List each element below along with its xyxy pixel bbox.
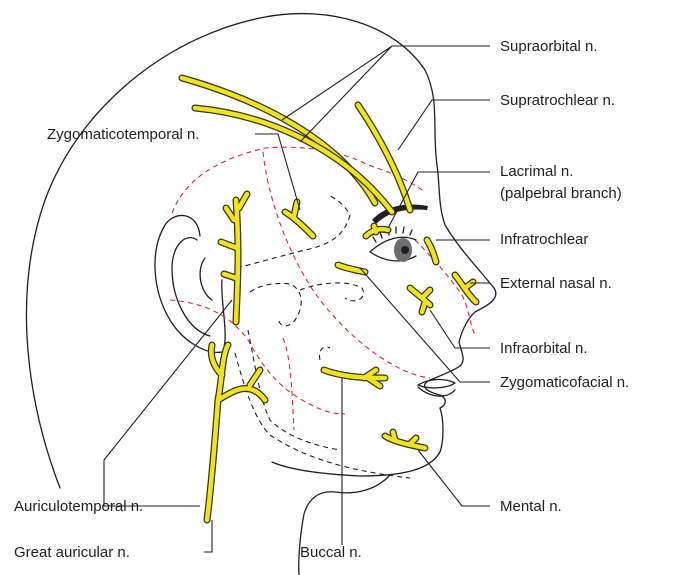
label-supratrochlear: Supratrochlear n. (500, 92, 615, 109)
label-lacrimal-line2: (palpebral branch) (500, 185, 622, 202)
leader-mental (418, 450, 490, 506)
label-buccal: Buccal n. (300, 544, 362, 561)
label-supraorbital: Supraorbital n. (500, 38, 598, 55)
great-auricular-nerve (207, 345, 265, 520)
external-nasal-nerve (455, 275, 476, 302)
label-mental: Mental n. (500, 498, 562, 515)
label-infraorbital: Infraorbital n. (500, 340, 588, 357)
supraorbital-nerve (182, 78, 392, 212)
ear-outer (155, 215, 225, 352)
label-lacrimal-line1: Lacrimal n. (500, 163, 573, 180)
leader-supraorbital (282, 46, 490, 142)
pupil (401, 246, 409, 254)
ear-inner (172, 238, 210, 336)
leader-zygomaticotemporal (255, 134, 300, 210)
leader-infraorbital (430, 310, 490, 348)
head-contour (26, 14, 495, 488)
eyebrow (372, 205, 428, 224)
infratrochlear-nerve (427, 240, 436, 262)
labels: Supraorbital n. Supratrochlear n. Lacrim… (14, 38, 629, 561)
label-infratrochlear: Infratrochlear (500, 231, 588, 248)
nerves (182, 78, 476, 520)
label-auriculotemporal: Auriculotemporal n. (14, 498, 143, 515)
label-great-auricular: Great auricular n. (14, 544, 130, 561)
buccal-boundary (248, 330, 340, 450)
label-external-nasal: External nasal n. (500, 275, 612, 292)
mental-nerve (385, 432, 425, 448)
buccal-nerve (324, 370, 385, 386)
upper-lip (418, 379, 455, 387)
lacrimal-nerve (366, 226, 388, 236)
neck-boundary (283, 338, 294, 430)
zygomatic-boundary (250, 283, 364, 326)
auriculotemporal-nerve (221, 194, 247, 322)
label-zygomaticotemporal: Zygomaticotemporal n. (47, 126, 200, 143)
infraorbital-nerve (410, 288, 430, 312)
label-zygomaticofacial: Zygomaticofacial n. (500, 374, 629, 391)
leader-supratrochlear (398, 100, 490, 150)
leader-great-auricular (204, 520, 212, 552)
leader-lines (104, 46, 490, 552)
ear-tragus (200, 258, 212, 300)
